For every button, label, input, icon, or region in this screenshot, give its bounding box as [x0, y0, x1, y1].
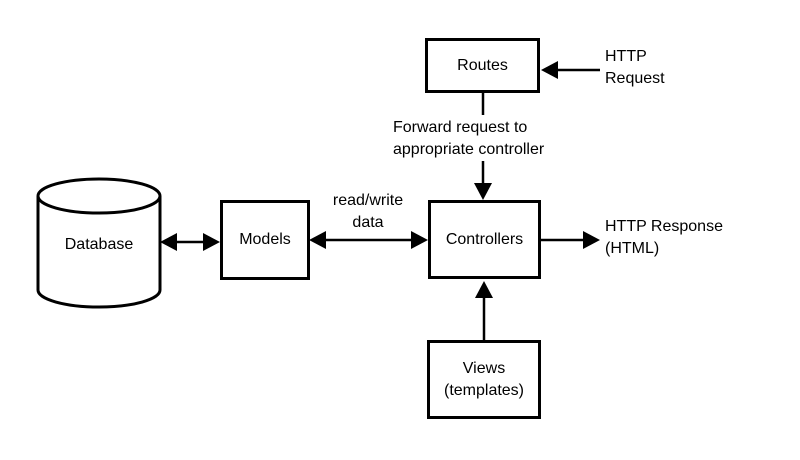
node-database-label: Database — [64, 236, 134, 253]
read-write-data-label-line2: data — [352, 214, 384, 231]
routes-to-controllers-arrow — [474, 93, 492, 200]
node-views-label-line2: (templates) — [443, 381, 525, 399]
node-views: Views (templates) — [427, 340, 541, 419]
forward-request-label-line2: appropriate controller — [393, 141, 545, 158]
read-write-data-label: read/write data — [318, 190, 418, 234]
node-models: Models — [220, 200, 310, 280]
database-models-double-arrow — [160, 233, 220, 251]
http-request-label-line2: Request — [605, 70, 665, 87]
node-routes-label: Routes — [457, 56, 508, 74]
database-cylinder-shape — [36, 177, 162, 309]
node-views-label-line1: Views — [462, 359, 506, 377]
node-models-label: Models — [239, 231, 291, 248]
node-routes: Routes — [425, 38, 540, 93]
http-request-label: HTTP Request — [605, 46, 665, 90]
models-controllers-double-arrow — [309, 231, 428, 249]
http-response-label: HTTP Response (HTML) — [605, 216, 723, 260]
node-controllers: Controllers — [428, 200, 541, 279]
node-controllers-label: Controllers — [445, 230, 524, 248]
read-write-data-label-line1: read/write — [332, 192, 404, 209]
http-request-to-routes-arrow — [541, 61, 600, 79]
http-request-label-line1: HTTP — [605, 48, 647, 65]
forward-request-label-line1: Forward request to — [393, 119, 528, 136]
http-response-label-line2: (HTML) — [605, 240, 660, 257]
http-response-label-line1: HTTP Response — [605, 218, 723, 235]
controllers-to-response-arrow — [541, 231, 600, 249]
views-to-controllers-arrow — [475, 281, 493, 340]
forward-request-label: Forward request to appropriate controlle… — [393, 117, 544, 161]
